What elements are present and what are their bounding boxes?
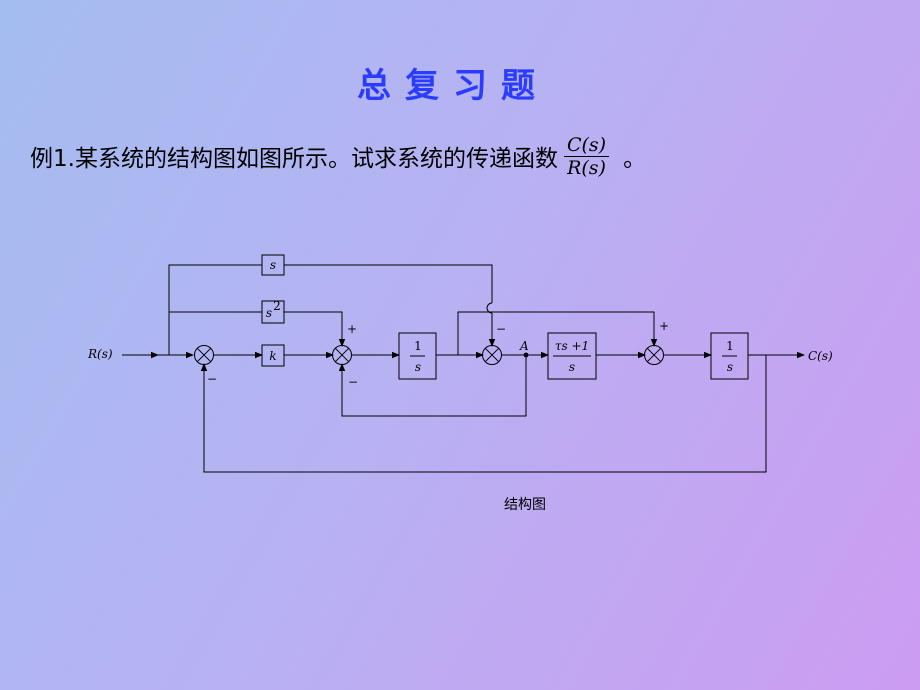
input-label: R(s) [87, 347, 113, 361]
lead-denominator: s [569, 360, 575, 374]
problem-text: 例1.某系统的结构图如图所示。试求系统的传递函数 [30, 146, 558, 172]
summing-junction-2 [332, 345, 352, 365]
s-block-output-wire [284, 264, 493, 303]
page-title: 总复习题 [357, 66, 549, 106]
fraction-numerator: C(s) [563, 134, 610, 157]
sum3-top-sign: − [496, 322, 506, 336]
block-integrator-1 [398, 332, 437, 380]
s-branch-wire [168, 264, 262, 355]
block-integrator-2 [710, 332, 749, 380]
block-s [261, 254, 285, 276]
sum2-top-sign: + [347, 322, 357, 336]
fraction-denominator: R(s) [567, 156, 606, 179]
s2-to-sum2-wire [284, 311, 346, 347]
block-k-label: k [269, 349, 276, 363]
block-s2-exponent: 2 [273, 299, 281, 313]
block-s-squared [261, 300, 285, 324]
block-lead [547, 332, 597, 380]
sum2-bottom-sign: − [348, 375, 358, 389]
transfer-function-fraction: C(s) R(s) [563, 134, 610, 179]
lead-numerator: τs +1 [555, 339, 589, 353]
block-k [261, 344, 285, 367]
integrator1-denominator: s [415, 360, 421, 374]
integrator2-denominator: s [727, 360, 733, 374]
summing-junction-4 [644, 345, 664, 365]
outer-feedback-wire [200, 355, 767, 473]
problem-statement: 例1.某系统的结构图如图所示。试求系统的传递函数 C(s) R(s) 。 [30, 128, 646, 184]
node-a-label: A [519, 339, 529, 353]
summing-junction-3 [482, 345, 502, 365]
feedforward-to-sum4-wire [457, 311, 658, 355]
integrator1-numerator: 1 [414, 339, 422, 353]
sum4-top-sign: + [659, 319, 669, 333]
output-label: C(s) [808, 349, 833, 363]
block-s-label: s [270, 258, 276, 272]
summing-junction-1 [194, 345, 214, 365]
diagram-caption: 结构图 [504, 497, 546, 513]
integrator2-numerator: 1 [726, 339, 734, 353]
node-a-dot [523, 352, 529, 358]
wire-crossover-hop [486, 302, 493, 314]
sum1-bottom-sign: − [207, 372, 217, 386]
inner-feedback-wire [338, 355, 527, 417]
problem-period: 。 [623, 146, 647, 172]
block-s2-base: s [266, 306, 272, 320]
